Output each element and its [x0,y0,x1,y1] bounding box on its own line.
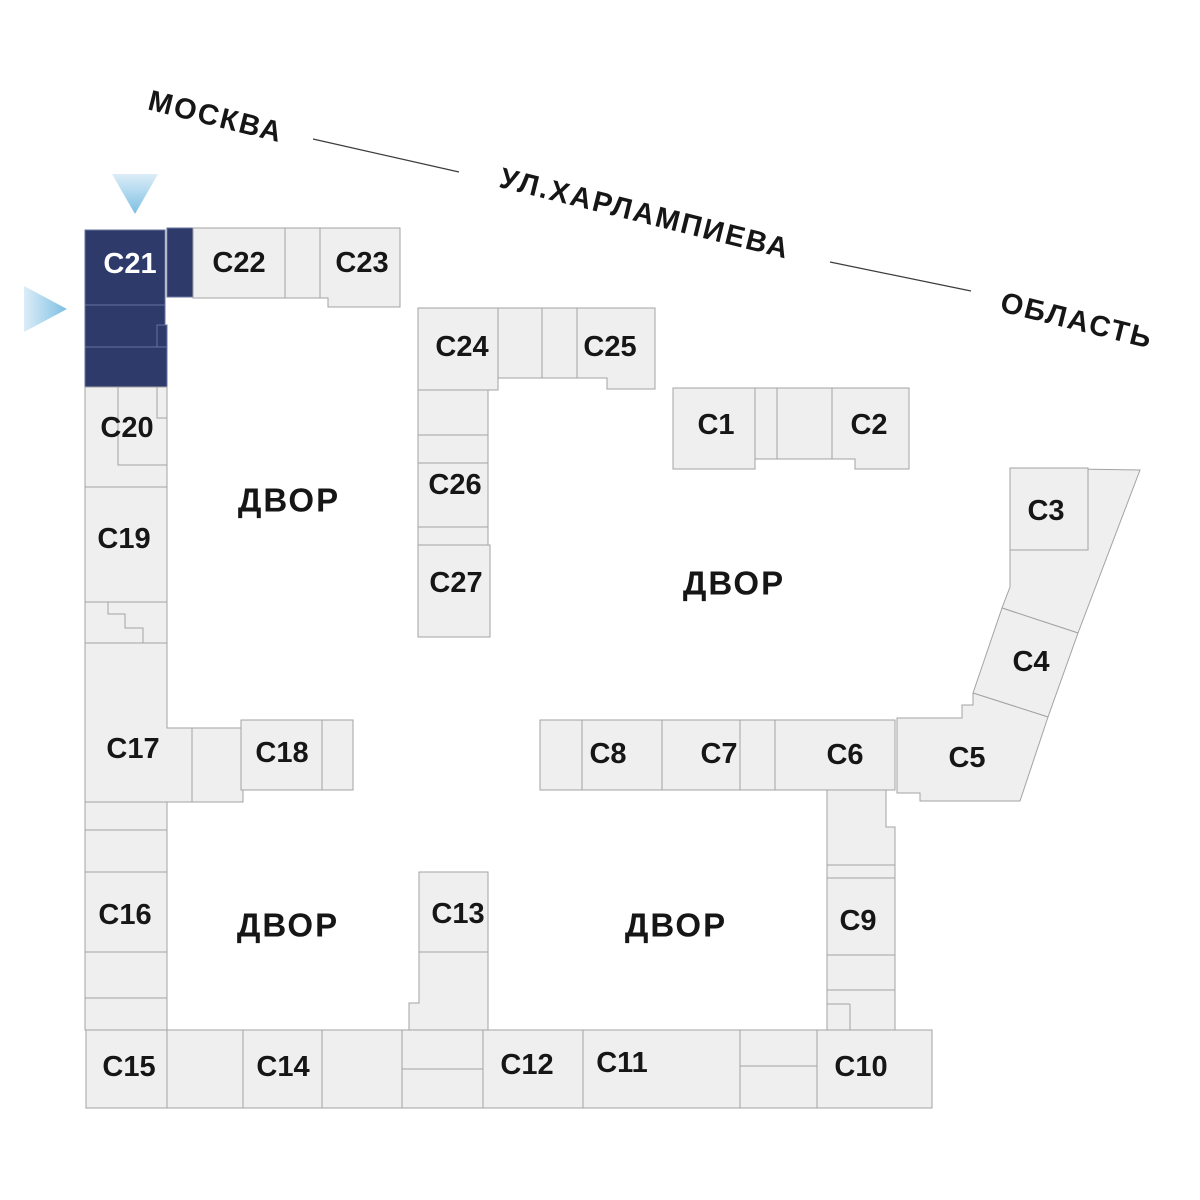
courtyard-label-top-left: ДВОР [238,482,340,519]
building-c7[interactable] [661,719,741,791]
building-c21-label: С21 [103,248,156,280]
building-c21-group: С21 [84,227,194,389]
street-line-left [312,138,460,173]
building-c12-label: С12 [500,1049,553,1081]
building-segment [321,719,354,791]
building-c18-label: С18 [255,737,308,769]
building-segment [321,1029,403,1109]
street-line-right [829,261,972,292]
building-c9-label: С9 [839,905,876,937]
building-segment [408,951,489,1031]
street-destination-label: ОБЛАСТЬ [997,287,1156,356]
building-c26[interactable] [417,462,489,528]
building-c8-label: С8 [589,738,626,770]
building-c19-label: С19 [97,523,150,555]
building-c23[interactable] [319,227,401,308]
building-segment [754,387,778,460]
building-c21-segment [166,227,194,298]
building-segment [84,829,168,873]
building-segment [497,307,543,379]
building-segment [541,307,578,379]
selected-marker-arrow-down-icon [112,174,158,214]
building-segment [84,951,168,999]
building-segment [191,727,244,803]
building-c17[interactable] [84,642,193,803]
building-c22-label: С22 [212,247,265,279]
building-c16[interactable] [84,871,168,953]
building-segment [84,801,168,831]
building-c13-label: С13 [431,898,484,930]
building-c5[interactable] [896,692,1049,802]
building-c15[interactable] [85,1029,168,1109]
courtyard-label-bottom-right: ДВОР [625,907,727,944]
building-c9-dividers [827,864,895,1030]
building-c7-label: С7 [700,738,737,770]
building-c26-label: С26 [428,469,481,501]
building-segment [539,719,583,791]
building-c2-label: С2 [850,409,887,441]
building-c20[interactable] [84,386,168,488]
building-c6[interactable] [774,719,896,791]
building-c2[interactable] [831,387,910,470]
building-c4-label: С4 [1012,646,1049,678]
building-c10-label: С10 [834,1051,887,1083]
building-segment [284,227,321,299]
building-segment [84,997,168,1031]
building-c20-label: С20 [100,412,153,444]
building-c23-label: С23 [335,247,388,279]
building-c11-label: С11 [596,1047,648,1079]
building-c24-label: С24 [435,331,488,363]
building-c14-label: С14 [256,1051,309,1083]
building-c21[interactable] [84,229,166,306]
building-segment [739,719,776,791]
building-c1-label: С1 [697,409,734,441]
building-c9[interactable] [826,789,896,1031]
building-c6-label: С6 [826,739,863,771]
building-c25[interactable] [576,307,656,390]
building-c21-segment [84,346,168,389]
building-c22[interactable] [192,227,286,299]
building-c21-segment [156,324,168,348]
building-segment [417,389,489,436]
building-c18[interactable] [240,719,323,791]
building-c24[interactable] [417,307,499,391]
building-c25-label: С25 [583,331,636,363]
building-segment [166,1029,244,1109]
building-c16-label: С16 [98,899,151,931]
stairs-detail [107,602,144,643]
building-c11[interactable] [582,1029,741,1109]
building-segment [776,387,833,460]
building-c13[interactable] [418,871,489,953]
building-c27-label: С27 [429,567,482,599]
building-segment [84,601,168,644]
courtyard-label-bottom-left: ДВОР [237,907,339,944]
building-c17-label: С17 [106,733,159,765]
building-c27[interactable] [417,544,491,638]
building-c19[interactable] [84,486,168,603]
building-c8[interactable] [581,719,663,791]
building-c1[interactable] [672,387,756,470]
building-c5-label: С5 [948,742,985,774]
building-c20-detail [117,387,167,466]
building-c3[interactable] [1009,467,1089,551]
courtyard-label-top-right: ДВОР [683,565,785,602]
selected-marker-arrow-right-icon [24,286,67,332]
street-name-label: УЛ.ХАРЛАМПИЕВА [496,163,793,266]
building-segment [417,434,489,464]
building-c15-label: С15 [102,1051,155,1083]
building-c21-segment [84,304,166,348]
building-segment [417,526,489,546]
building-segment [739,1029,818,1109]
building-c3-label: С3 [1027,495,1064,527]
street-origin-label: МОСКВА [145,85,286,149]
